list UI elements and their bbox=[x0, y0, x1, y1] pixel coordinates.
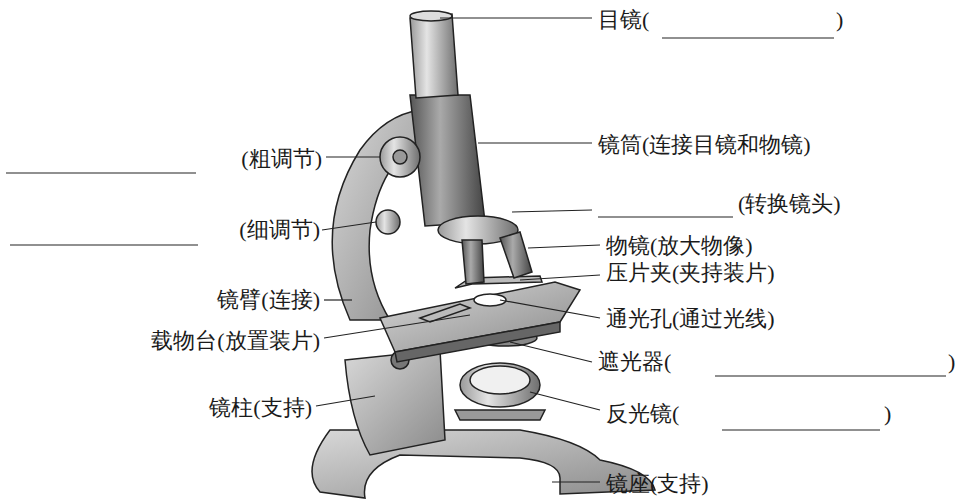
part-label: 目镜( bbox=[598, 7, 649, 33]
part-label: ) bbox=[836, 7, 843, 33]
part-label: 遮光器( bbox=[598, 349, 671, 375]
part-label: (转换镜头) bbox=[738, 191, 841, 217]
part-label: 镜柱(支持) bbox=[209, 395, 312, 421]
part-label: 反光镜( bbox=[606, 401, 679, 427]
part-label: 镜筒(连接目镜和物镜) bbox=[598, 132, 811, 158]
part-label: (粗调节) bbox=[241, 146, 322, 172]
part-label: ) bbox=[884, 401, 891, 427]
part-label: 镜座(支持) bbox=[606, 471, 709, 497]
answer-blanks bbox=[6, 38, 946, 430]
microscope bbox=[312, 11, 655, 498]
part-label: (细调节) bbox=[239, 217, 320, 243]
part-label: 通光孔(通过光线) bbox=[606, 306, 775, 332]
part-label: 压片夹(夹持装片) bbox=[606, 260, 775, 286]
part-label: ) bbox=[948, 349, 955, 375]
part-label: 载物台(放置装片) bbox=[151, 328, 320, 354]
part-label: 镜臂(连接) bbox=[217, 287, 320, 313]
leader-lines bbox=[316, 18, 600, 482]
part-label: 物镜(放大物像) bbox=[606, 233, 753, 259]
